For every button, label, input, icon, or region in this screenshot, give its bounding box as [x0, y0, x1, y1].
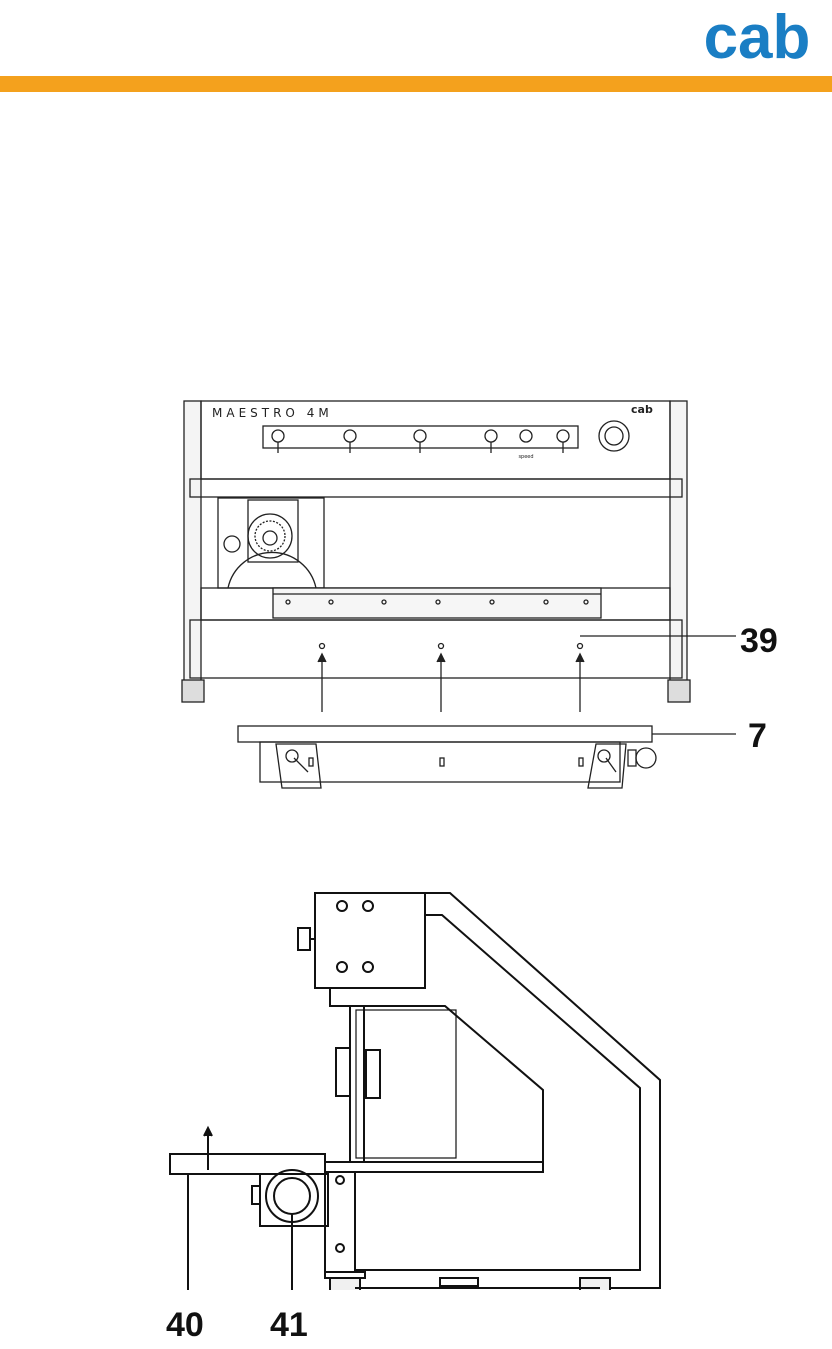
- callout-41: 41: [270, 1308, 308, 1342]
- side-view-diagram: [160, 890, 670, 1290]
- cab-logo: cab: [686, 4, 828, 68]
- brand-label: cab: [631, 403, 653, 416]
- callout-40: 40: [166, 1308, 204, 1342]
- front-view-diagram: MAESTRO 4M cab speed: [176, 396, 781, 796]
- logo-text: cab: [704, 4, 811, 68]
- header-accent-bar: [0, 76, 832, 92]
- knob-label-speed: speed: [518, 454, 533, 460]
- model-label: MAESTRO 4M: [212, 406, 333, 420]
- callout-39: 39: [740, 624, 778, 658]
- callout-7: 7: [748, 719, 767, 753]
